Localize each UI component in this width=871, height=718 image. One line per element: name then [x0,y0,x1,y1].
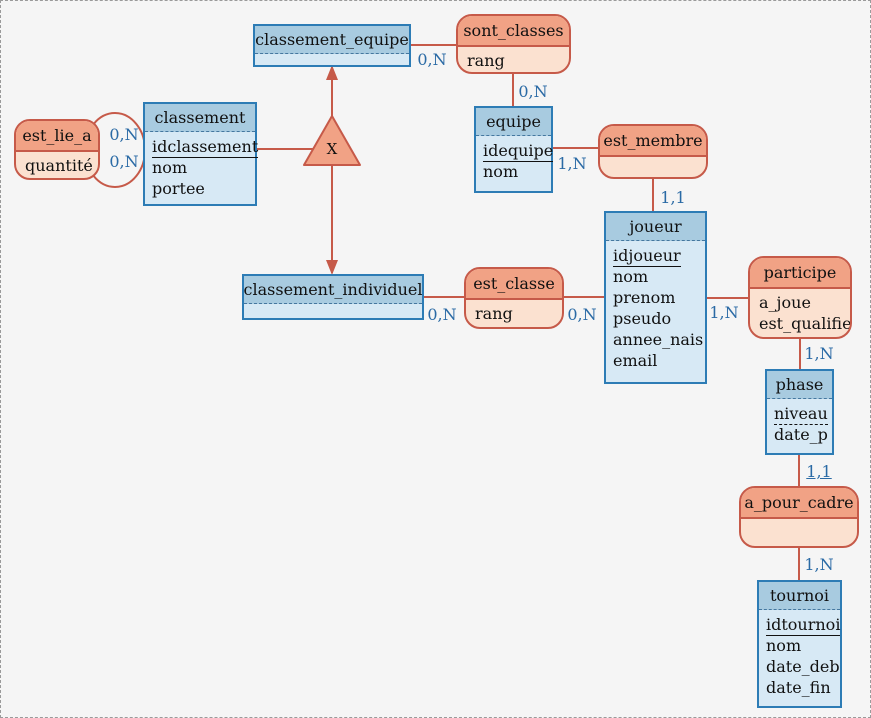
cardinality: 1,N [709,303,739,322]
exclusion-symbol-label: X [326,140,338,158]
entity-title: equipe [476,108,551,136]
entity-attributes: niveau date_p [767,399,832,453]
entity-classement-equipe: classement_equipe [253,24,411,67]
entity-title: classement_equipe [255,26,409,54]
cardinality: 1,N [804,555,834,574]
relation-participe: participe a_joue est_qualifie [748,256,852,339]
attribute: nom [152,158,188,177]
cardinality: 0,N [427,305,457,324]
entity-attributes: idjoueur nom prenom pseudo annee_nais em… [606,241,705,382]
cardinality: 1,N [804,344,834,363]
attribute: rang [475,304,513,323]
entity-attributes: idclassement nom portee [145,132,259,204]
relation-title: participe [750,258,850,289]
entity-classement-individuel: classement_individuel [242,274,424,320]
attribute: portee [152,179,205,198]
relation-title: est_membre [600,126,706,157]
entity-attributes: idtournoi nom date_deb date_fin [759,610,841,706]
entity-equipe: equipe idequipe nom [474,106,554,193]
attribute-identifier: idtournoi [766,615,841,636]
attribute: annee_nais [613,330,704,349]
relation-a-pour-cadre: a_pour_cadre [739,486,859,548]
attribute: nom [766,636,802,655]
arrowhead-up [326,65,338,80]
entity-title: classement_individuel [244,276,422,304]
attribute-identifier: idclassement [152,137,259,158]
entity-title: joueur [606,213,705,241]
cardinality: 1,N [557,154,587,173]
entity-title: tournoi [759,582,840,610]
relation-title: est_lie_a [16,121,98,152]
relation-attributes: quantité [16,152,98,178]
cardinality: 0,N [417,50,447,69]
relation-attributes [741,519,857,546]
entity-attributes [255,54,409,65]
relation-title: a_pour_cadre [741,488,857,519]
attribute-identifier: idjoueur [613,246,681,267]
entity-attributes: idequipe nom [476,136,554,191]
cardinality: 1,1 [660,188,686,207]
relation-title: sont_classes [458,16,569,47]
attribute-identifier: idequipe [483,141,554,162]
relation-attributes [600,157,706,177]
attribute: a_joue [759,293,811,312]
attribute: date_p [774,425,828,444]
cardinality: 0,N [109,125,139,144]
relation-title: est_classe [466,269,562,300]
entity-tournoi: tournoi idtournoi nom date_deb date_fin [757,580,842,708]
cardinality: 0,N [109,152,139,171]
entity-attributes [244,304,422,318]
entity-title: phase [767,371,832,399]
attribute: pseudo [613,309,672,328]
relation-attributes: a_joue est_qualifie [750,289,850,337]
attribute: date_deb [766,657,840,676]
attribute: prenom [613,288,676,307]
entity-phase: phase niveau date_p [765,369,834,455]
attribute: est_qualifie [759,314,852,333]
cardinality: 0,N [567,305,597,324]
attribute: nom [613,267,649,286]
entity-title: classement [145,104,255,132]
relation-est-classe: est_classe rang [464,267,564,329]
attribute: date_fin [766,678,831,697]
entity-joueur: joueur idjoueur nom prenom pseudo annee_… [604,211,707,384]
arrowhead-down [326,260,338,275]
relation-sont-classes: sont_classes rang [456,14,571,74]
attribute: rang [467,51,505,70]
attribute: quantité [25,156,93,175]
attribute: nom [483,162,519,181]
cardinality: 0,N [518,82,548,101]
exclusion-triangle [303,115,361,166]
relation-attributes: rang [466,300,562,327]
attribute: email [613,351,658,370]
cardinality-identifying: 1,1 [806,462,832,481]
relation-est-membre: est_membre [598,124,708,179]
attribute-weak-identifier: niveau [774,404,828,425]
entity-classement: classement idclassement nom portee [143,102,259,206]
relation-attributes: rang [458,47,569,72]
relation-est-lie-a: est_lie_a quantité [14,119,100,180]
